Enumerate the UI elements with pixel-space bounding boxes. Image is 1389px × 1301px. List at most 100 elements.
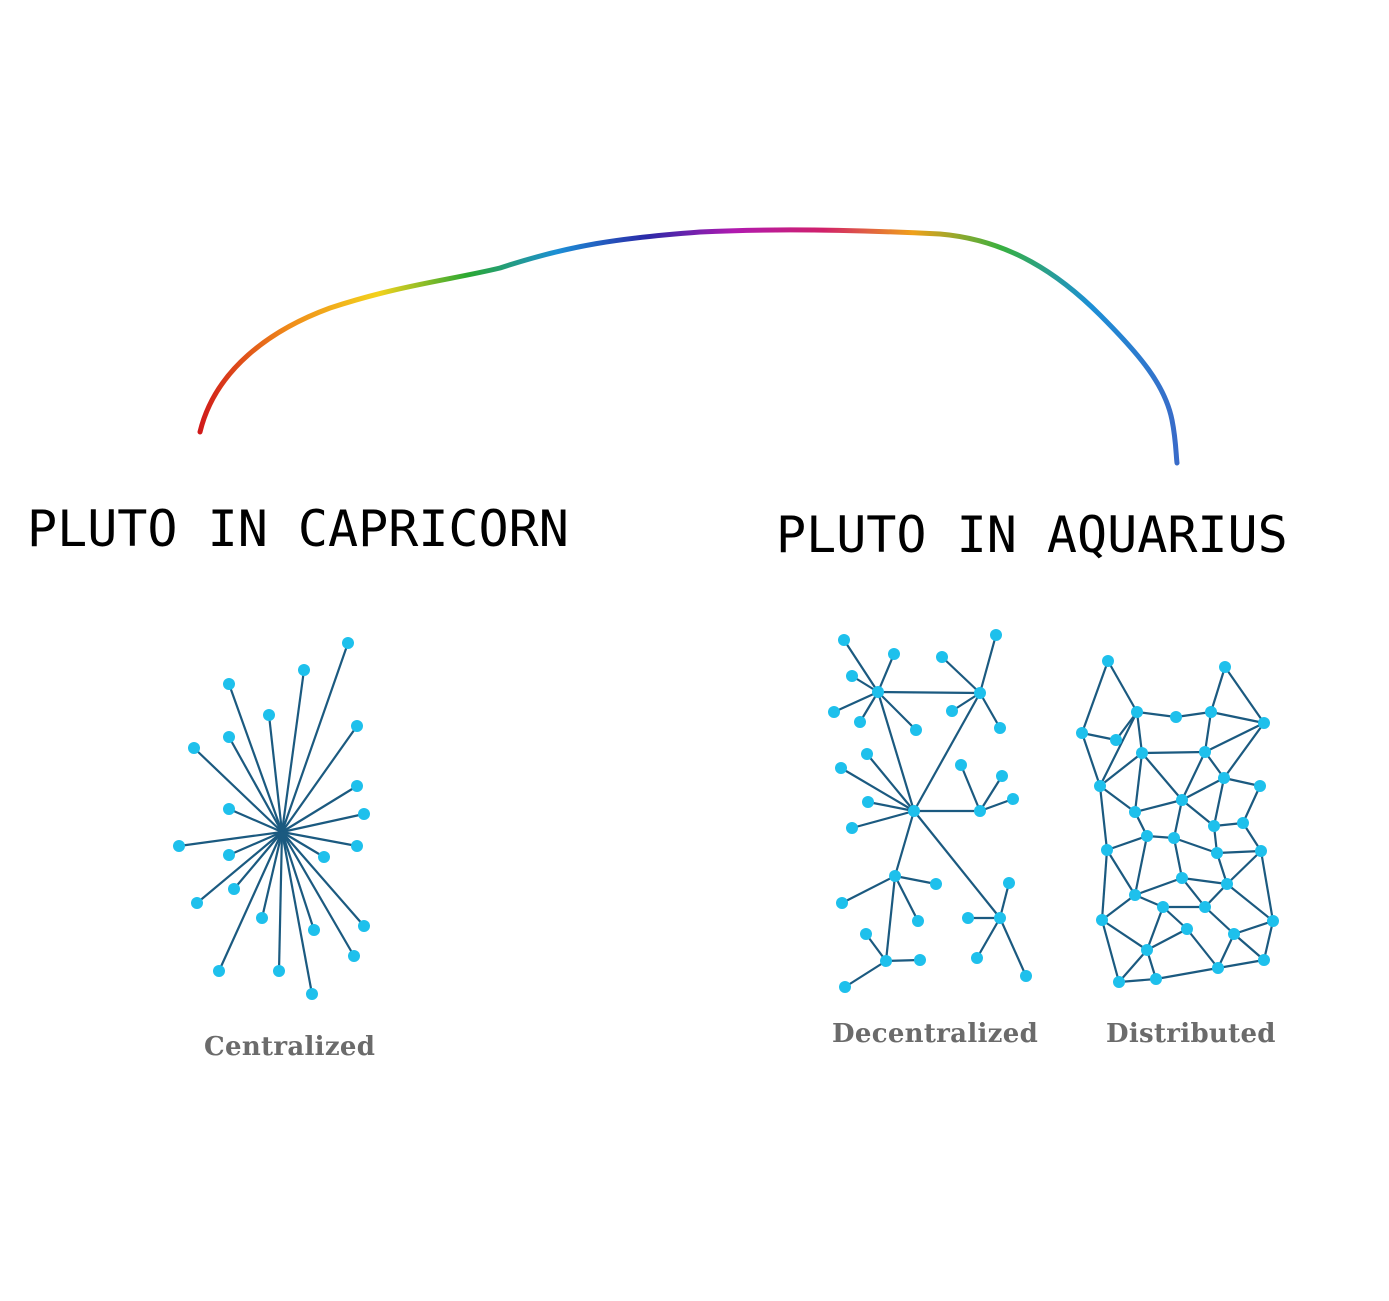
node <box>912 915 924 927</box>
edge <box>1204 722 1265 753</box>
edge <box>196 831 283 904</box>
node <box>1096 914 1108 926</box>
edge <box>894 875 919 922</box>
node <box>298 664 310 676</box>
edge <box>840 767 915 812</box>
node <box>908 805 920 817</box>
edge <box>893 810 916 877</box>
node <box>872 686 884 698</box>
node <box>860 928 872 940</box>
distributed-network <box>1076 655 1279 988</box>
edge <box>851 809 915 830</box>
edge <box>260 831 284 919</box>
edge <box>1172 799 1184 839</box>
edge <box>1133 752 1144 813</box>
node <box>1258 717 1270 729</box>
edge <box>1210 710 1265 725</box>
node <box>974 687 986 699</box>
edge <box>1209 666 1227 713</box>
node <box>1101 844 1113 856</box>
node <box>1157 901 1169 913</box>
node <box>936 651 948 663</box>
edge <box>1181 777 1225 801</box>
edge <box>1101 919 1148 951</box>
edge <box>280 669 306 833</box>
edge <box>193 747 283 833</box>
edge <box>1100 919 1121 983</box>
edge <box>998 882 1011 919</box>
centralized-network <box>173 637 370 1000</box>
node <box>188 742 200 754</box>
node <box>1199 901 1211 913</box>
node <box>1150 973 1162 985</box>
node <box>1254 780 1266 792</box>
edge <box>959 764 982 812</box>
edge <box>1233 919 1274 936</box>
node <box>351 720 363 732</box>
node <box>1168 832 1180 844</box>
node <box>828 706 840 718</box>
edge <box>281 831 355 957</box>
node <box>1094 780 1106 792</box>
node <box>308 924 320 936</box>
edge <box>217 831 284 972</box>
rainbow-arc <box>197 227 1180 466</box>
node <box>223 803 235 815</box>
edge <box>1172 837 1184 879</box>
edge <box>1141 752 1183 801</box>
node <box>930 878 942 890</box>
node <box>854 716 866 728</box>
edge <box>281 812 365 834</box>
node <box>974 805 986 817</box>
edge <box>1099 785 1136 813</box>
node <box>263 709 275 721</box>
node <box>1228 928 1240 940</box>
node <box>1113 976 1125 988</box>
edge <box>1134 876 1183 897</box>
edge <box>227 683 284 833</box>
edge <box>1133 835 1149 896</box>
node <box>223 849 235 861</box>
decentralized-network <box>828 629 1032 993</box>
node <box>1208 820 1220 832</box>
edge <box>281 831 325 858</box>
edge <box>1262 920 1275 961</box>
node <box>846 822 858 834</box>
node <box>994 912 1006 924</box>
node <box>914 954 926 966</box>
edge <box>1106 849 1136 896</box>
caption-distributed: Distributed <box>1106 1019 1276 1049</box>
node <box>1003 877 1015 889</box>
edge <box>876 653 896 693</box>
edge <box>1181 751 1206 801</box>
edge <box>998 917 1028 977</box>
edge <box>228 736 283 833</box>
node <box>1218 772 1230 784</box>
edge <box>1242 785 1261 824</box>
edge <box>228 830 283 857</box>
edge <box>233 831 283 890</box>
node <box>223 678 235 690</box>
node <box>955 759 967 771</box>
node <box>1129 806 1141 818</box>
node <box>1181 923 1193 935</box>
edge <box>1135 711 1144 754</box>
edge <box>1136 710 1177 719</box>
edge <box>978 634 998 694</box>
edge <box>894 874 937 886</box>
edge <box>979 692 1001 729</box>
node <box>256 912 268 924</box>
node <box>173 840 185 852</box>
node <box>888 648 900 660</box>
edge <box>877 691 917 731</box>
node <box>1131 706 1143 718</box>
node <box>889 870 901 882</box>
edge <box>267 714 284 833</box>
edge <box>281 725 358 833</box>
edge <box>280 831 314 995</box>
node <box>318 851 330 863</box>
heading-pluto-in-aquarius: PLUTO IN AQUARIUS <box>776 506 1288 564</box>
node <box>1176 794 1188 806</box>
